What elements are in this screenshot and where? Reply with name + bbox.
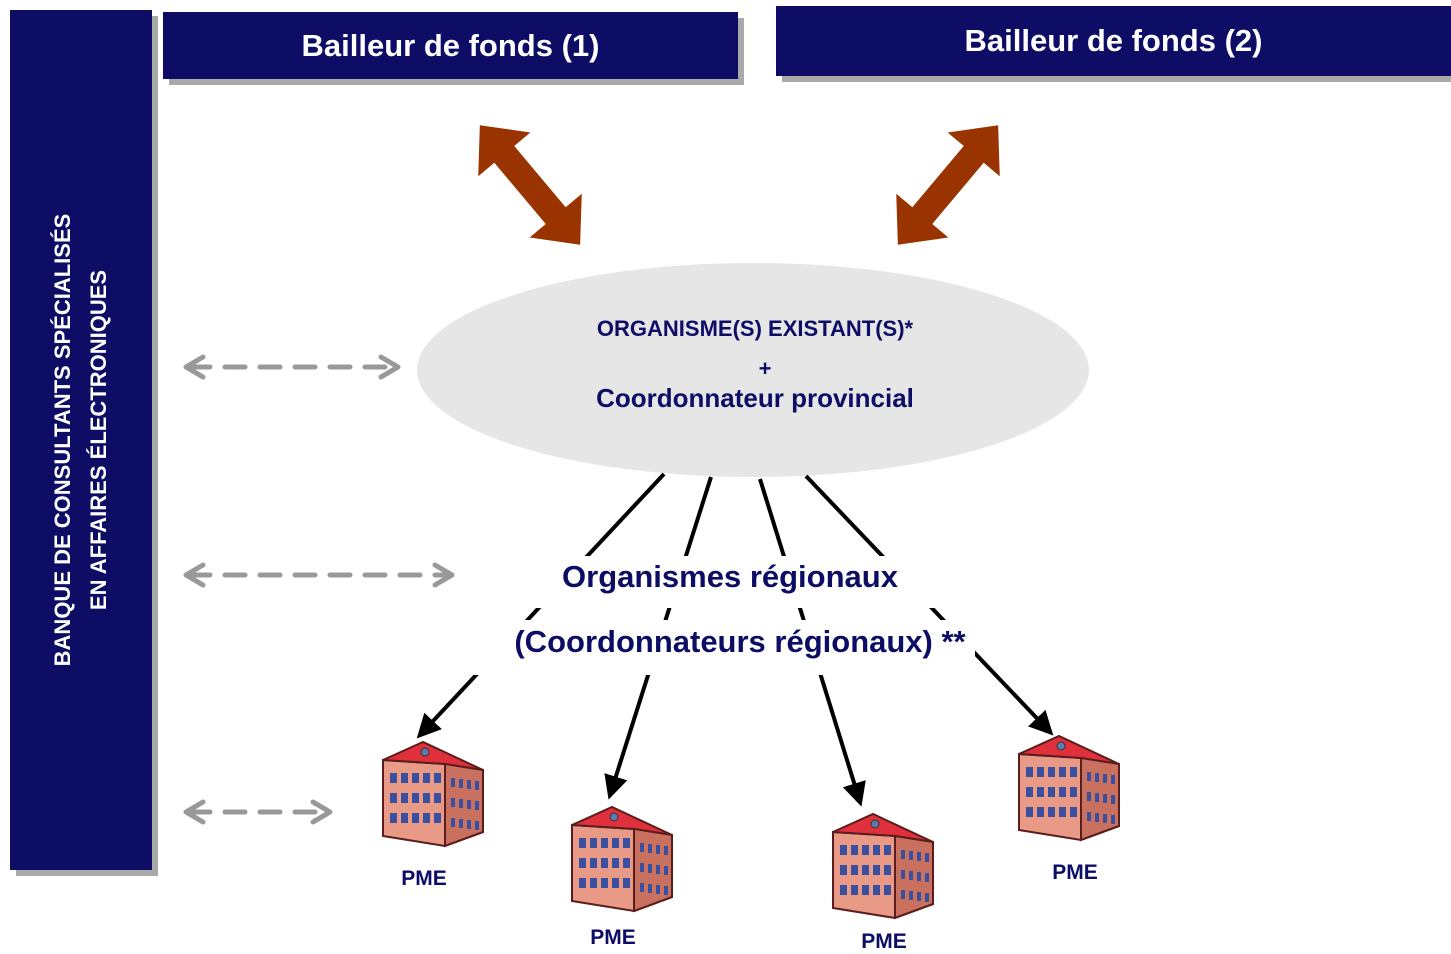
building-icon <box>832 813 934 919</box>
dashed-double-arrow-icon <box>183 354 401 380</box>
dashed-double-arrow-icon <box>183 799 333 825</box>
building-icon <box>382 740 484 848</box>
dashed-double-arrow-icon <box>183 562 455 588</box>
central-plus-sign: + <box>758 356 772 381</box>
double-arrow-icon <box>896 125 1000 245</box>
central-organization-ellipse <box>417 263 1089 477</box>
funder-box-2: Bailleur de fonds (2) <box>776 6 1451 76</box>
pme-label-3: PME <box>861 930 907 953</box>
pme-label-4: PME <box>1052 861 1098 884</box>
funder-box-1: Bailleur de fonds (1) <box>163 12 738 79</box>
central-org-title: ORGANISME(S) EXISTANT(S)* <box>596 316 914 341</box>
provincial-coordinator-label: Coordonnateur provincial <box>596 383 914 413</box>
funder-label-1: Bailleur de fonds (1) <box>301 27 600 63</box>
double-arrow-icon <box>478 125 582 245</box>
building-icon <box>571 806 673 912</box>
pme-label-1: PME <box>401 867 447 890</box>
consultants-bank-sidebar: BANQUE DE CONSULTANTS SPÉCIALISÉS EN AFF… <box>10 10 152 870</box>
text-backdrop-2 <box>455 620 975 675</box>
funder-label-2: Bailleur de fonds (2) <box>964 23 1263 58</box>
regional-coordinators-label: (Coordonnateurs régionaux) ** <box>514 624 966 659</box>
pme-label-2: PME <box>590 926 636 949</box>
text-backdrop-1 <box>525 556 935 608</box>
building-icon <box>1018 735 1120 841</box>
regional-organizations-label: Organismes régionaux <box>562 559 898 594</box>
